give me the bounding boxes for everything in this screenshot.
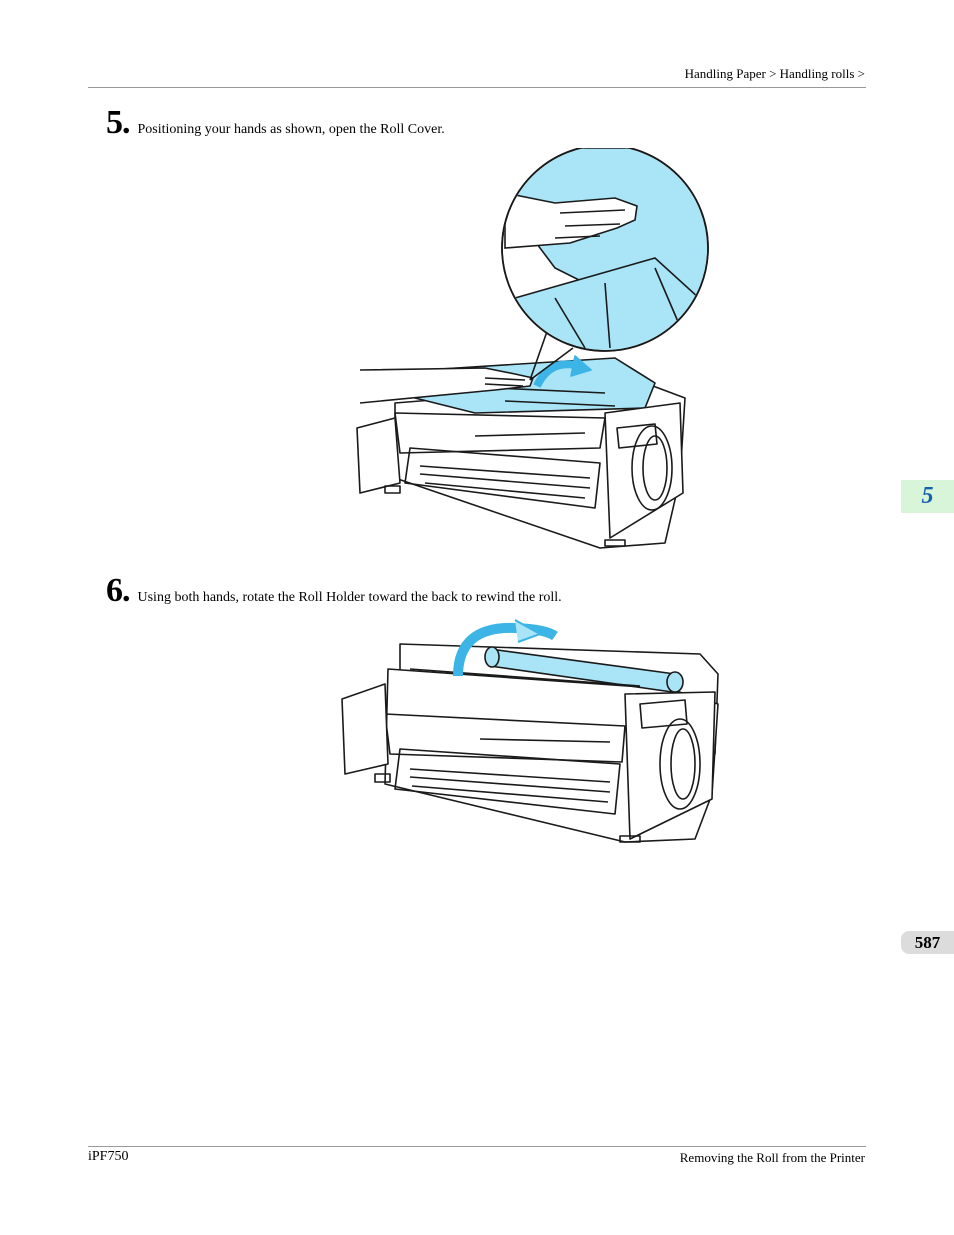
step-number: 6. <box>106 572 130 609</box>
footer-divider <box>88 1146 866 1147</box>
header-divider <box>88 87 866 88</box>
step-number: 5. <box>106 104 130 141</box>
header-breadcrumb: Handling Paper > Handling rolls > <box>684 66 865 81</box>
footer-model: iPF750 <box>88 1149 129 1164</box>
step-instruction: Positioning your hands as shown, open th… <box>137 122 445 137</box>
rewind-roll-illustration <box>341 619 719 843</box>
step-instruction: Using both hands, rotate the Roll Holder… <box>137 590 562 605</box>
chapter-number: 5 <box>921 483 934 509</box>
step-6: 6. Using both hands, rotate the Roll Hol… <box>106 572 562 610</box>
page-number-tab: 587 <box>901 931 954 954</box>
step-5: 5. Positioning your hands as shown, open… <box>106 104 445 142</box>
chapter-tab[interactable]: 5 <box>901 480 954 513</box>
footer-section-title: Removing the Roll from the Printer <box>679 1150 865 1165</box>
open-roll-cover-illustration <box>356 148 709 549</box>
page-number: 587 <box>914 932 941 952</box>
